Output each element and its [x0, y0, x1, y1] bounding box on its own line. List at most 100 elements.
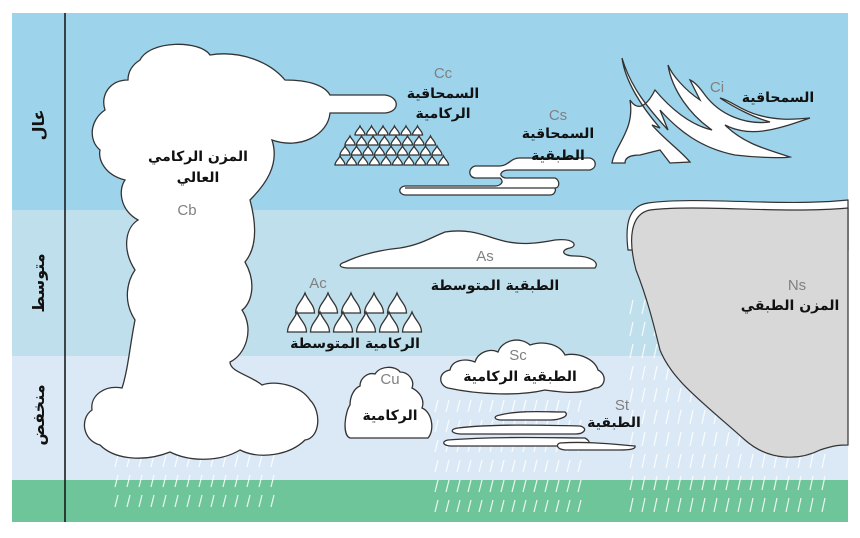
rain-streak — [713, 475, 718, 491]
rain-streak — [701, 475, 706, 491]
rain-streak — [641, 321, 646, 337]
rain-streak — [162, 474, 167, 488]
rain-streak — [138, 494, 143, 508]
cloud-puff — [401, 134, 414, 146]
axis-label-middle: متوسط — [29, 253, 48, 312]
rain-streak — [489, 499, 494, 513]
rain-streak — [445, 399, 450, 413]
rain-streak — [478, 479, 483, 493]
rain-streak — [629, 431, 634, 447]
rain-streak — [434, 499, 439, 513]
rain-streak — [785, 497, 790, 513]
stratus-cloud — [443, 410, 636, 451]
nimbostratus-code: Ns — [788, 277, 806, 294]
cirrus-name: السمحاقية — [742, 90, 814, 106]
cloud-puff — [400, 124, 412, 136]
rain-streak — [665, 387, 670, 403]
rain-streak — [270, 494, 275, 508]
cloud-puff — [401, 310, 423, 333]
rain-streak — [689, 475, 694, 491]
altostratus-name: الطبقية المتوسطة — [431, 278, 559, 294]
rain-streak — [434, 459, 439, 473]
rain-streak — [511, 459, 516, 473]
rain-streak — [522, 479, 527, 493]
rain-streak — [467, 499, 472, 513]
rain-streak — [522, 499, 527, 513]
cloud-puff — [286, 310, 308, 333]
ground-band — [12, 480, 848, 522]
rain-streak — [555, 479, 560, 493]
rain-streak — [478, 399, 483, 413]
rain-streak — [701, 453, 706, 469]
cloud-puff — [365, 124, 378, 136]
cloud-puff — [363, 291, 385, 314]
rain-streak — [234, 474, 239, 488]
cloud-puff — [414, 154, 427, 166]
stratocumulus-name: الطبقية الركامية — [463, 369, 577, 385]
rain-streak — [138, 474, 143, 488]
cloud-puff — [385, 144, 397, 156]
rain-streak — [467, 479, 472, 493]
rain-streak — [246, 454, 251, 468]
rain-streak — [522, 459, 527, 473]
cloud-puff — [411, 124, 424, 136]
rain-streak — [434, 419, 439, 433]
rain-streak — [641, 409, 646, 425]
rain-streak — [689, 497, 694, 513]
rain-streak — [641, 387, 646, 403]
cloud-puff — [294, 291, 316, 314]
rain-streak — [566, 459, 571, 473]
rain-streak — [809, 453, 814, 469]
rain-streak — [701, 409, 706, 425]
rain-streak — [174, 454, 179, 468]
cloud-puff — [340, 291, 362, 314]
rain-streak — [198, 494, 203, 508]
cloud-puff — [386, 291, 408, 314]
rain-streak — [629, 365, 634, 381]
rain-streak — [258, 474, 263, 488]
rain-streak — [689, 409, 694, 425]
rain-streak — [677, 387, 682, 403]
rain-streak — [445, 419, 450, 433]
rain-streak — [737, 453, 742, 469]
rain-streak — [150, 494, 155, 508]
rain-streak — [641, 343, 646, 359]
rain-streak — [456, 499, 461, 513]
rain-streak — [653, 387, 658, 403]
rain-streak — [641, 299, 646, 315]
cloud-puff — [431, 144, 443, 156]
rain-streak — [533, 459, 538, 473]
cirrocumulus-name-line1: السمحاقية — [407, 86, 479, 102]
cloud-puff — [373, 144, 386, 156]
rain-streak — [456, 459, 461, 473]
nimbostratus-cloud — [631, 207, 849, 458]
rain-streak — [544, 459, 549, 473]
rain-streak — [653, 497, 658, 513]
rain-streak — [821, 497, 826, 513]
rain-streak — [629, 497, 634, 513]
rain-streak — [445, 499, 450, 513]
rain-streak — [478, 499, 483, 513]
rain-streak — [653, 475, 658, 491]
rain-streak — [174, 474, 179, 488]
rain-streak — [641, 497, 646, 513]
cloud-puff — [378, 310, 400, 333]
cloud-puff — [437, 154, 450, 166]
stratocumulus-code: Sc — [509, 347, 527, 364]
cloud-puff — [350, 144, 363, 156]
cloud-puff — [413, 134, 425, 146]
rain-streak — [725, 453, 730, 469]
stratocumulus-cloud — [440, 339, 605, 395]
rain-streak — [544, 399, 549, 413]
rain-streak — [641, 453, 646, 469]
rain-streak — [701, 431, 706, 447]
cloud-puff — [309, 310, 331, 333]
rain-streak — [566, 399, 571, 413]
rain-streak — [749, 475, 754, 491]
rain-streak — [222, 494, 227, 508]
cloud-puff — [419, 144, 432, 156]
rain-streak — [821, 453, 826, 469]
rain-streak — [677, 409, 682, 425]
cirrocumulus-cloud — [334, 124, 450, 166]
rain-streak — [653, 343, 658, 359]
